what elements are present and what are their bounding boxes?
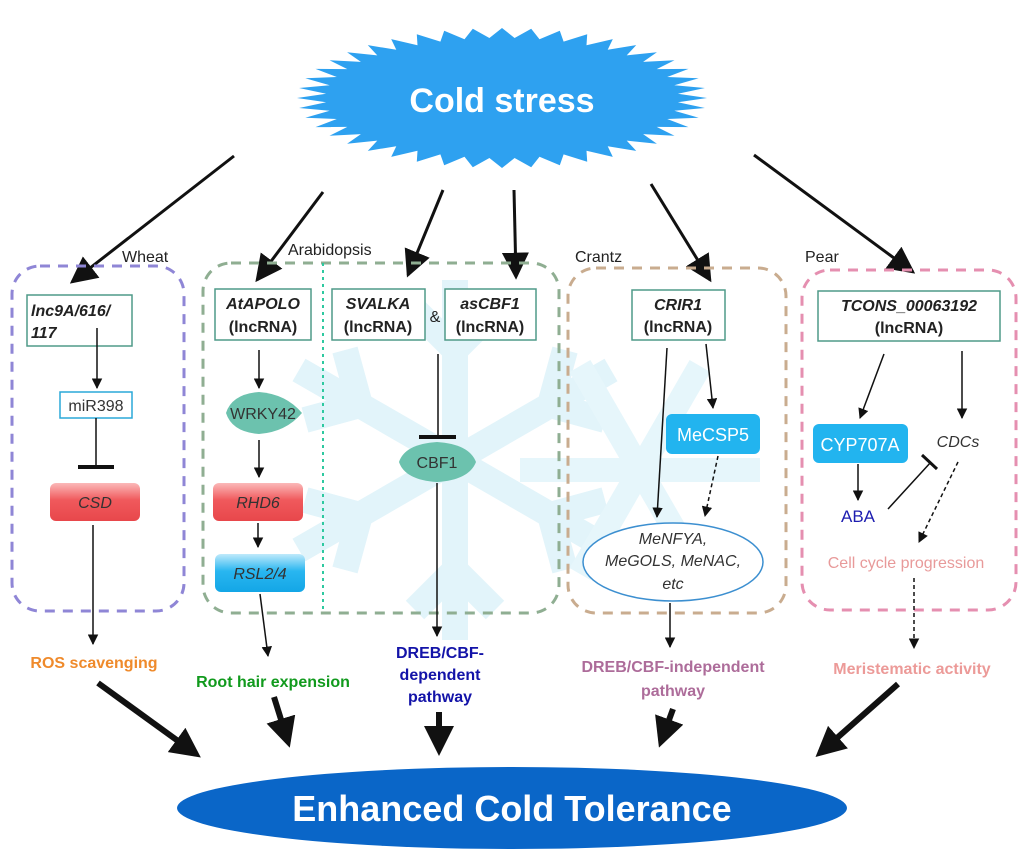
downstream-targets-ellipse [582, 522, 764, 602]
arrow-to-ascbf1 [501, 189, 529, 280]
lncrna-box-crir1 [631, 289, 726, 341]
result-ellipse: Enhanced Cold Tolerance [177, 767, 847, 849]
svalka-type: (lncRNA) [344, 319, 412, 336]
csd-node [50, 483, 140, 521]
lncrna-box-tcons [817, 290, 1001, 342]
arrow-to-tcons [753, 153, 916, 274]
outcome-dreb-line2: dependent [400, 667, 482, 684]
mecsp5-label: MeCSP5 [677, 425, 749, 445]
arrow-to-svalka [404, 189, 445, 278]
outcome-dreb-line1: DREB/CBF- [396, 645, 484, 662]
atapolo-name: AtAPOLO [225, 296, 300, 313]
crir1-type: (lncRNA) [644, 319, 712, 336]
panel-wheat [10, 264, 186, 613]
csd-label: CSD [78, 495, 112, 512]
arabidopsis-apolo-pathway: AtAPOLO (lncRNA) WRKY42 RHD6 RSL2/4 [213, 288, 312, 658]
mecsp5-node [666, 414, 760, 454]
aba-label: ABA [841, 507, 876, 526]
cell-cycle-label: Cell cycle progression [828, 555, 985, 572]
outcome-ros-scavenging: ROS scavenging [30, 655, 157, 672]
lncrna-box-lnc9a [26, 294, 133, 347]
lnc9a-line1: lnc9A/616/ [31, 303, 112, 320]
rhd6-node [213, 483, 303, 521]
pear-pathway: TCONS_00063192 (lncRNA) CYP707A CDCs ABA… [813, 290, 1001, 650]
rsl24-node [215, 554, 305, 592]
panel-arabidopsis [201, 261, 561, 615]
mirna-box-mir398 [59, 391, 133, 419]
arrow-to-apolo [255, 191, 325, 283]
cyp707a-label: CYP707A [820, 435, 899, 455]
species-label-wheat: Wheat [122, 249, 169, 266]
cold-stress-title: Cold stress [409, 82, 594, 120]
species-label-crantz: Crantz [575, 249, 622, 266]
lnc9a-line2: 117 [31, 325, 58, 342]
crantz-pathway: CRIR1 (lncRNA) MeCSP5 MeNFYA, MeGOLS, Me… [582, 289, 764, 649]
atapolo-type: (lncRNA) [229, 319, 297, 336]
lncrna-box-svalka [331, 288, 426, 341]
rhd6-label: RHD6 [236, 495, 280, 512]
cyp707a-node [813, 424, 908, 463]
inhibition-bar [920, 453, 939, 471]
wheat-pathway: lnc9A/616/ 117 miR398 CSD [26, 294, 140, 646]
crir1-name: CRIR1 [654, 297, 702, 314]
cbf1-node [399, 442, 476, 482]
mir398-label: miR398 [68, 398, 123, 415]
cdcs-label: CDCs [937, 434, 980, 451]
targets-line2: MeGOLS, MeNAC, [605, 553, 741, 570]
ascbf1-name: asCBF1 [460, 296, 520, 313]
cold-stress-burst-shape [292, 28, 707, 176]
outcome-independent-line2: pathway [641, 683, 705, 700]
panel-crantz [566, 266, 788, 615]
svalka-name: SVALKA [346, 296, 411, 313]
stress-arrows [69, 153, 916, 284]
ascbf1-type: (lncRNA) [456, 319, 524, 336]
lncrna-box-ascbf1 [444, 288, 537, 341]
species-label-pear: Pear [805, 249, 839, 266]
tcons-name: TCONS_00063192 [841, 298, 977, 315]
wrky42-label: WRKY42 [230, 406, 296, 423]
arrow-to-crir1 [649, 183, 712, 283]
ampersand: & [430, 309, 441, 326]
arrow-to-wheat [69, 154, 235, 284]
panel-pear [800, 268, 1018, 612]
rsl24-label: RSL2/4 [233, 566, 286, 583]
lncrna-box-atapolo [214, 288, 312, 341]
outcome-independent-line1: DREB/CBF-independent [581, 659, 765, 676]
species-label-arabidopsis: Arabidopsis [288, 242, 372, 259]
targets-line1: MeNFYA, [639, 531, 707, 548]
outcome-root-hair: Root hair expension [196, 674, 350, 691]
wrky42-node [226, 392, 302, 434]
result-arrows [96, 680, 900, 758]
outcome-dreb-line3: pathway [408, 689, 472, 706]
cold-stress-burst: Cold stress [292, 28, 707, 176]
outcome-meristematic: Meristematic activity [833, 661, 991, 678]
arabidopsis-svalka-pathway: SVALKA (lncRNA) & asCBF1 (lncRNA) CBF1 [331, 288, 537, 638]
targets-line3: etc [662, 576, 683, 593]
cbf1-label: CBF1 [417, 455, 458, 472]
tcons-type: (lncRNA) [875, 320, 943, 337]
result-title: Enhanced Cold Tolerance [292, 788, 731, 829]
